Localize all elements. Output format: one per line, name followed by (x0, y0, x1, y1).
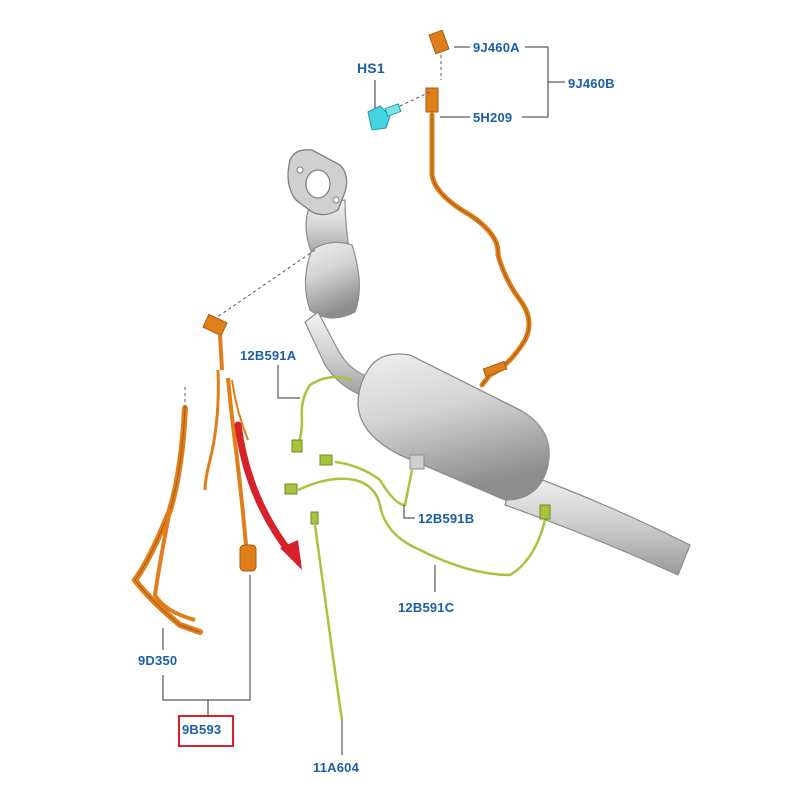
label-12b591b: 12B591B (418, 511, 475, 526)
highlight-box (178, 715, 234, 747)
orange-harness-upper (425, 29, 532, 388)
red-curved-arrow-icon (234, 421, 302, 570)
label-11a604: 11A604 (313, 760, 360, 775)
label-9j460b: 9J460B (568, 76, 615, 91)
label-9d350: 9D350 (138, 653, 178, 668)
green-wires (284, 375, 551, 721)
exhaust-pipe-assembly (287, 149, 691, 576)
label-12b591c: 12B591C (398, 600, 455, 615)
dashed-link (209, 249, 316, 323)
label-9b593: 9B593 (182, 722, 222, 737)
sensor-bolt-icon (367, 91, 431, 131)
orange-harness-left (131, 313, 257, 635)
label-hs1: HS1 (357, 60, 385, 76)
manifold-flange (287, 149, 348, 216)
label-5h209: 5H209 (473, 110, 513, 125)
label-12b591a: 12B591A (240, 348, 297, 363)
label-9j460a: 9J460A (473, 40, 520, 55)
leader-lines (162, 46, 565, 755)
